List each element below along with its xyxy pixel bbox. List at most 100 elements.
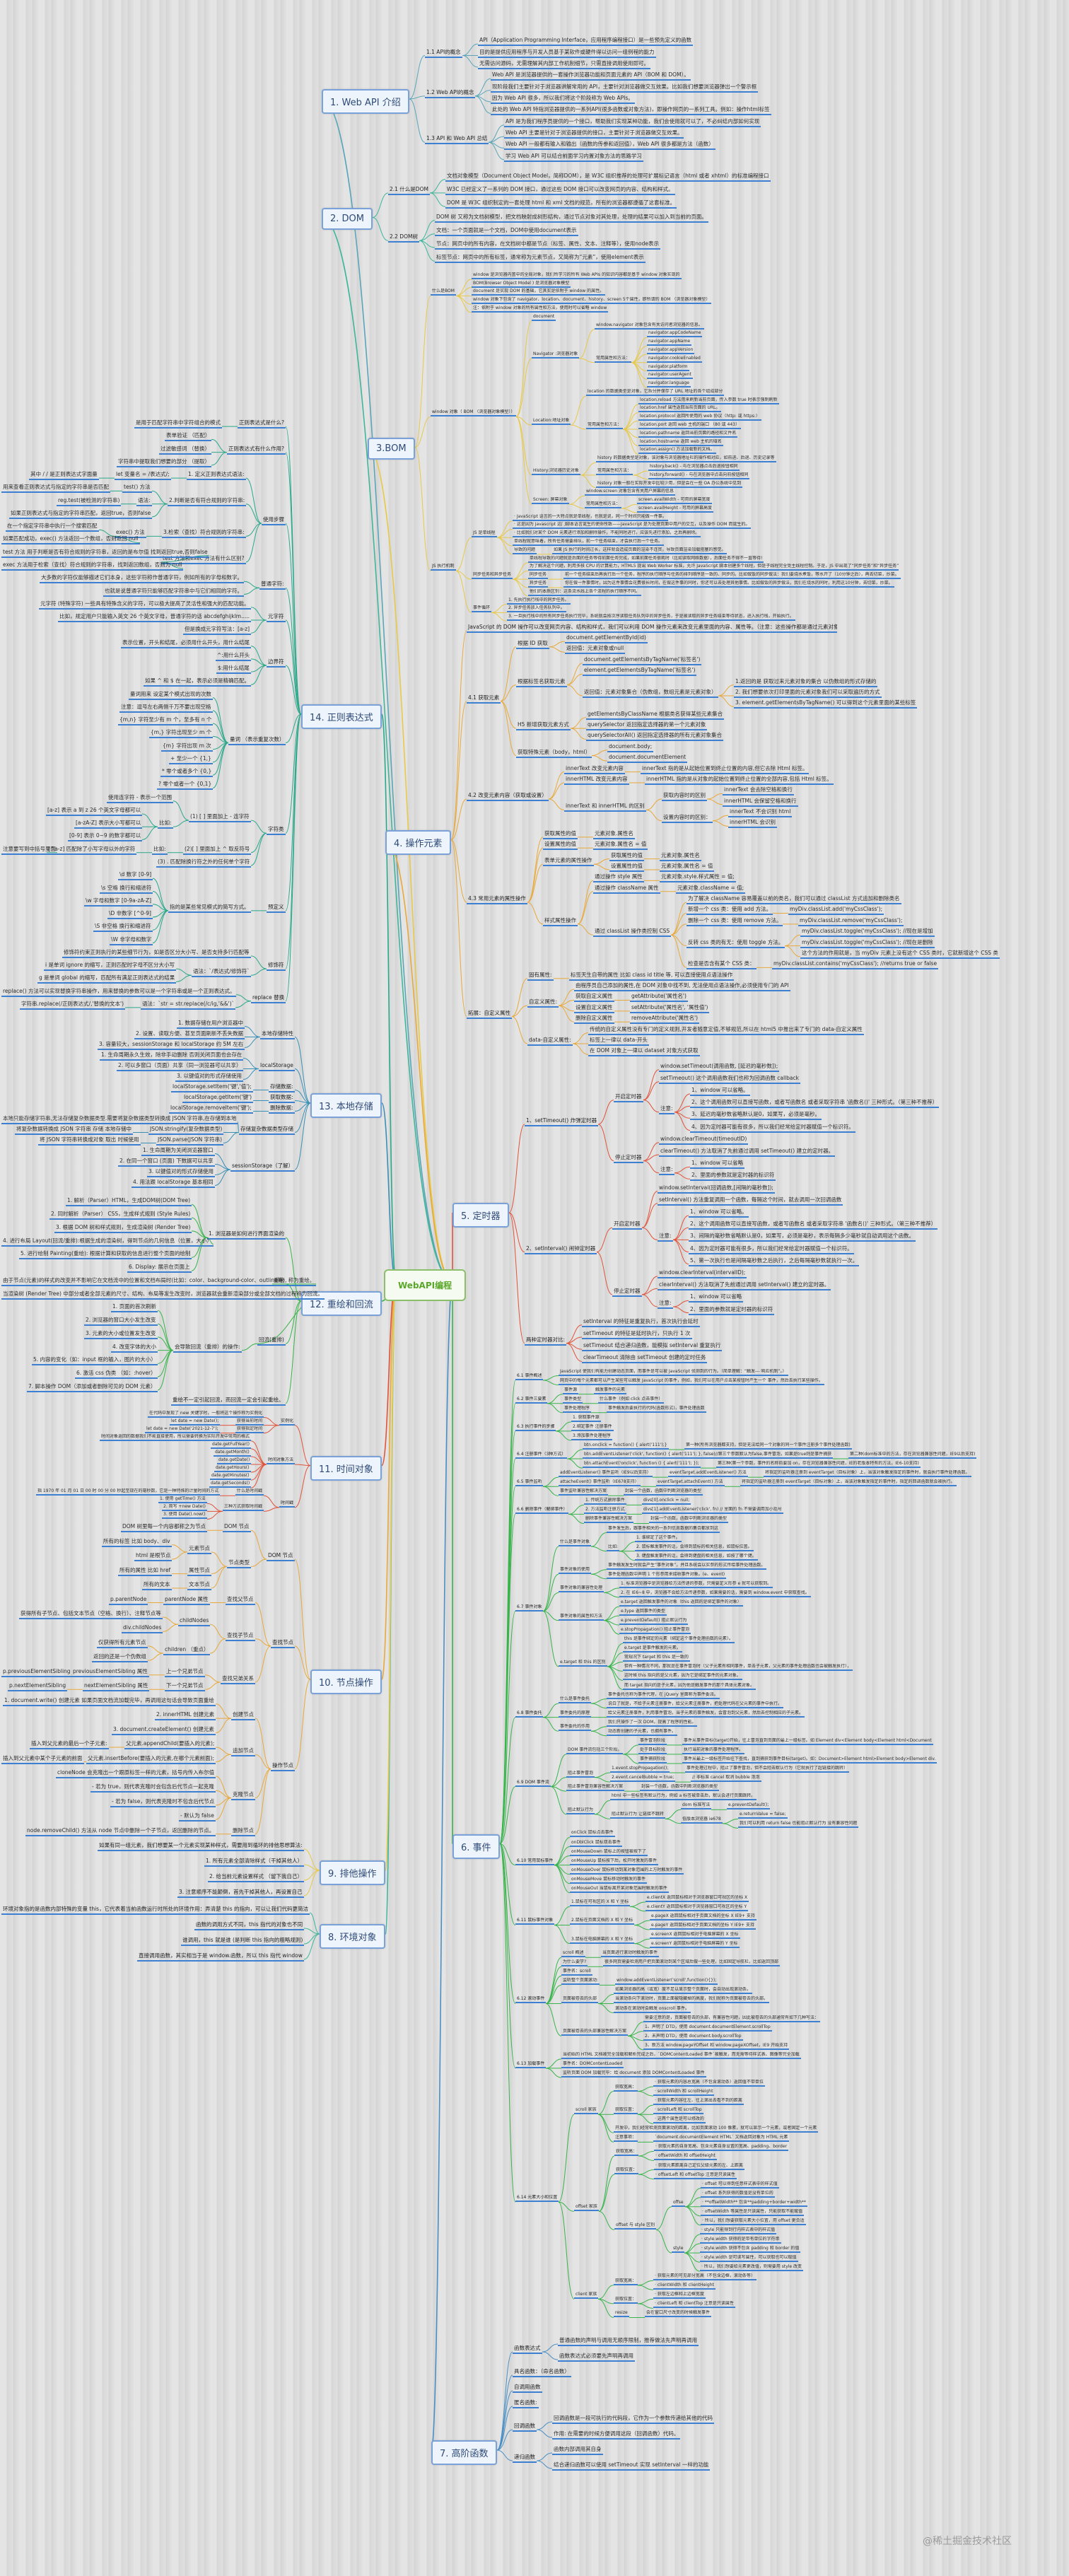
leaf-node[interactable]: g 是单词 global 的缩写，匹配所有满足正则表达式的结果 bbox=[37, 974, 177, 984]
leaf-node[interactable]: 3. 根据 DOM 树和样式规则，生成渲染树 (Render Tree) bbox=[54, 1224, 192, 1233]
leaf-node[interactable]: onDblClick 鼠标双击事件 bbox=[570, 1840, 622, 1847]
leaf-node[interactable]: 下一个兄弟节点 bbox=[165, 1682, 205, 1692]
leaf-node[interactable]: setInterval 的特征是重复执行，首次执行会延时 bbox=[582, 1318, 700, 1327]
leaf-node[interactable]: btn.onclick = function() { alert('111');… bbox=[583, 1443, 669, 1450]
leaf-node[interactable]: 当页面进行滚动时触发的事件 bbox=[601, 1950, 660, 1958]
leaf-node[interactable]: API 是为我们程序员提供的一个接口，帮助我们实现某种功能，我们会使用就可以了，… bbox=[504, 118, 761, 127]
leaf-node[interactable]: 3. document.createElement() 创建元素 bbox=[112, 1726, 216, 1735]
leaf-node[interactable]: `document.documentElement HTML` 文档返回对象为 … bbox=[653, 2135, 790, 2143]
leaf-node[interactable]: e.screenY 返回鼠标相对于电脑屏幕的 Y 坐标 bbox=[650, 1941, 740, 1949]
subtopic[interactable]: DOM 节点 bbox=[267, 1552, 295, 1562]
leaf-node[interactable]: 返回的还是一个伪数组 bbox=[92, 1653, 148, 1663]
leaf-node[interactable]: parentNode 属性 bbox=[163, 1596, 210, 1605]
leaf-node[interactable]: innerText 和 innerHTML 的区别 bbox=[564, 803, 646, 812]
leaf-node[interactable]: 设置内容时的区别： bbox=[662, 814, 713, 823]
subtopic[interactable]: 存储数据: bbox=[269, 1083, 295, 1092]
leaf-node[interactable]: 节点类型 bbox=[227, 1559, 251, 1569]
leaf-node[interactable]: 常用属性和方法： bbox=[596, 468, 633, 475]
leaf-node[interactable]: 停止定时器 bbox=[614, 1154, 643, 1163]
leaf-node[interactable]: 如果 ^ 和 $ 在一起，表示必须是精确匹配。 bbox=[144, 677, 252, 687]
leaf-node[interactable]: 获得当前时间 bbox=[235, 1418, 264, 1426]
leaf-node[interactable]: 设置属性的值 bbox=[543, 841, 578, 851]
leaf-node[interactable]: 停止定时器 bbox=[612, 1288, 642, 1297]
leaf-node[interactable]: DOM 是 W3C 组织制定的一套处理 html 和 xml 文档的规范，所有的… bbox=[445, 199, 677, 209]
leaf-node[interactable]: 根据 ID 获取 bbox=[516, 640, 549, 649]
topic-b2[interactable]: 2. DOM bbox=[322, 207, 373, 230]
leaf-node[interactable]: 我们只操作了一次 DOM，提高了程序的性能。 bbox=[607, 1720, 698, 1727]
leaf-node[interactable]: 传统的自定义属性没有专门的定义规则,开发者随意定值,不够规范,所以在 html5… bbox=[588, 1026, 864, 1035]
leaf-node[interactable]: 新增一个 css 类：使用 add 方法。 bbox=[687, 906, 773, 916]
leaf-node[interactable]: 4. 用法跟 localStorage 基本相同 bbox=[132, 1179, 215, 1188]
leaf-node[interactable]: navigator.platform bbox=[647, 364, 689, 371]
leaf-node[interactable]: 注意事项： bbox=[614, 2135, 638, 2143]
leaf-node[interactable]: 大多数的字符仅能够描述它们本身，这些字符称作普通字符，例如所有的字母和数字。 bbox=[40, 574, 244, 584]
leaf-node[interactable]: e.screenX 返回鼠标相对于电脑屏幕的 X 坐标 bbox=[650, 1932, 740, 1940]
leaf-node[interactable]: 文本节点 bbox=[187, 1581, 211, 1591]
topic-b4[interactable]: 4. 操作元素 bbox=[385, 829, 451, 855]
leaf-node[interactable]: date.getMinutes() bbox=[210, 1473, 251, 1481]
topic-b11[interactable]: 11. 时间对象 bbox=[310, 1455, 382, 1481]
leaf-node[interactable]: API（Application Programming Interface，应用… bbox=[478, 37, 694, 47]
leaf-node[interactable]: 比如: bbox=[158, 820, 173, 829]
leaf-node[interactable]: history 的数据类型是对象，该对象与浏览器地址栏的操作相对应，如前进、后退… bbox=[596, 455, 776, 463]
leaf-node[interactable]: \s 空格 换行和缩进符 bbox=[100, 885, 153, 894]
leaf-node[interactable]: window.clearInterval(intervalID); bbox=[658, 1269, 747, 1278]
leaf-node[interactable]: [a-z] 表示 a 到 z 26 个英文字母都可以 bbox=[46, 807, 142, 816]
leaf-node[interactable]: 注：依附于 window 对象的所有属性和方法，使用时可以省略 window bbox=[472, 305, 609, 313]
leaf-node[interactable]: 事件冒泡阶段 bbox=[638, 1738, 667, 1745]
leaf-node[interactable]: · 所以，我们想要给元素更改值，则需要用 style 改变 bbox=[700, 2264, 804, 2272]
leaf-node[interactable]: 2、里面的参数就是定时器的标识符 bbox=[689, 1306, 775, 1315]
leaf-node[interactable]: cloneNode 会克隆出一个跟原标签一样的元素，括号内传入布尔值 bbox=[56, 1769, 216, 1778]
leaf-node[interactable]: 无需访问源码，无需理解其内部工作机制细节，只需直接调用使用即可。 bbox=[478, 60, 650, 69]
leaf-node[interactable]: innerHTML 改变元素内容 bbox=[564, 776, 629, 785]
leaf-node[interactable]: · 获取元素的可见部分宽高（不包含边框，滚动条等） bbox=[653, 2273, 757, 2281]
subtopic[interactable]: 1.3 API 和 Web API 总结 bbox=[425, 135, 489, 145]
leaf-node[interactable]: 将指定的监听器注册到 eventTarget（目标对象）上，当该对象触发指定的事… bbox=[764, 1470, 971, 1478]
subtopic[interactable]: 6.3 执行事件的步骤 bbox=[515, 1424, 556, 1431]
topic-b5[interactable]: 5. 定时器 bbox=[452, 1203, 509, 1228]
leaf-node[interactable]: 当渲染树 (Render Tree) 中部分或者全部元素的尺寸、结构、布局等发生… bbox=[1, 1290, 325, 1300]
leaf-node[interactable]: 什么是事件委托 bbox=[559, 1696, 592, 1704]
leaf-node[interactable]: ? 零个或者一个 {0,1} bbox=[157, 781, 214, 791]
leaf-node[interactable]: (2)[ ] 里面加上 ^ 取反符号 bbox=[183, 846, 252, 855]
leaf-node[interactable]: innerText 不会识别 html bbox=[728, 808, 793, 818]
leaf-node[interactable]: myDiv.classList.add('myCssClass'); bbox=[788, 906, 884, 916]
leaf-node[interactable]: Web API 主要是针对于浏览器提供的接口，主要针对于浏览器做交互效果。 bbox=[504, 129, 684, 139]
leaf-node[interactable]: 1、window 可以省略 bbox=[690, 1160, 745, 1170]
topic-b10[interactable]: 10. 节点操作 bbox=[310, 1669, 382, 1694]
leaf-node[interactable]: 2.绑定事件 注册事件 bbox=[571, 1424, 614, 1431]
leaf-node[interactable]: history.forward() - 与在浏览器中点击向前按钮相同 bbox=[648, 472, 750, 479]
subtopic[interactable]: 元字符 bbox=[267, 613, 286, 623]
leaf-node[interactable]: eventTarget.addEventListener() 方法 bbox=[668, 1470, 748, 1478]
subtopic[interactable]: 4.2 改变元素内容（获取或设置） bbox=[467, 792, 549, 801]
leaf-node[interactable]: 获取特殊元素（body，html） bbox=[516, 749, 592, 758]
leaf-node[interactable]: date.getHours() bbox=[214, 1465, 251, 1473]
leaf-node[interactable]: navigator.appName bbox=[647, 339, 692, 346]
leaf-node[interactable]: 他们的本质区别：这条流水线上各个流程的执行顺序不同。 bbox=[528, 589, 642, 596]
leaf-node[interactable]: innerText 会去除空格和换行 bbox=[723, 786, 794, 796]
leaf-node[interactable]: 封装一个函数，函数中判断浏览器的类型 bbox=[649, 1516, 729, 1524]
leaf-node[interactable]: {m} 字符出现 m 次 bbox=[161, 742, 213, 752]
leaf-node[interactable]: 事件发生后，跟事件相关的一系列信息数据的集合都放到这 bbox=[607, 1526, 720, 1533]
leaf-node[interactable]: attacheEvent() 事件监听（IE678支持） bbox=[559, 1479, 641, 1487]
leaf-node[interactable]: 第二种(dom标准中的方法，存在浏览器兼容性问题，IE9以后支持) bbox=[848, 1452, 977, 1459]
leaf-node[interactable]: 2. 鼠标触发事件的话，会得到鼠标的相关信息，如鼠标位置。 bbox=[635, 1544, 754, 1551]
leaf-node[interactable]: let 变量名 = /表达式/; bbox=[115, 471, 171, 481]
leaf-node[interactable]: 获取属性的值 bbox=[543, 830, 578, 839]
leaf-node[interactable]: 4、因为定时器可能有很多，所以我们经常给定时器赋值一个标识符。 bbox=[689, 1245, 854, 1254]
leaf-node[interactable]: window 对象下包含了 navigator、location、documen… bbox=[472, 297, 712, 305]
leaf-node[interactable]: innerHTML 会保留空格和换行 bbox=[723, 798, 798, 807]
leaf-node[interactable]: 在一个指定字符串中执行一个搜索匹配 bbox=[6, 523, 99, 532]
leaf-node[interactable]: 3. 以键值对的形式存储使用 bbox=[175, 1073, 244, 1082]
leaf-node[interactable]: * 零个或者多个 {0,} bbox=[160, 768, 214, 778]
leaf-node[interactable]: · 获取元素内容往左、往上滚出去看不到的距离 bbox=[653, 2098, 744, 2106]
topic-b1[interactable]: 1. Web API 介绍 bbox=[322, 89, 409, 114]
leaf-node[interactable]: childNodes bbox=[178, 1617, 211, 1627]
leaf-node[interactable]: 什么是事件对象 bbox=[559, 1539, 592, 1547]
leaf-node[interactable]: querySelectorAll() 返回指定选择器的所有元素对象集合 bbox=[586, 732, 723, 742]
leaf-node[interactable]: 常规况下 target 和 this 是一致的 bbox=[623, 1655, 690, 1662]
leaf-node[interactable]: 3. 使用 Date().now() bbox=[162, 1512, 207, 1520]
leaf-node[interactable]: document 是实现 DOM 的基础，它其实是依附于 window 的属性。 bbox=[472, 289, 606, 296]
leaf-node[interactable]: · 获取左边框和上边框宽度 bbox=[653, 2292, 706, 2300]
